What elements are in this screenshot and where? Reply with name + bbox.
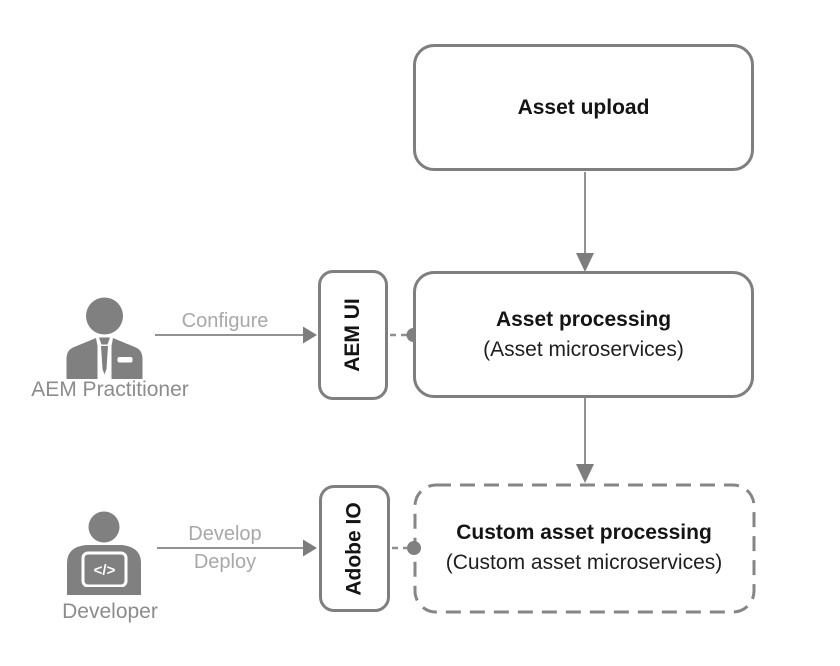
custom-asset-processing-title: Custom asset processing: [456, 521, 712, 544]
connector-dot-custom: [407, 541, 421, 555]
code-glyph: </>: [94, 562, 116, 579]
asset-processing-subtitle: (Asset microservices): [483, 337, 684, 361]
arrowhead-down-2: [576, 464, 594, 483]
configure-label: Configure: [181, 310, 269, 332]
deploy-label: Deploy: [193, 551, 257, 573]
custom-asset-processing-box: Custom asset processing (Custom asset mi…: [413, 483, 755, 613]
adobe-io-label: Adobe IO: [342, 501, 366, 596]
custom-asset-processing-subtitle: (Custom asset microservices): [445, 551, 723, 574]
adobe-io-box: Adobe IO: [319, 485, 390, 612]
asset-processing-box: Asset processing (Asset microservices): [413, 271, 754, 398]
asset-upload-box: Asset upload: [413, 44, 754, 171]
asset-processing-title: Asset processing: [495, 307, 672, 331]
developer-label: Developer: [62, 600, 158, 623]
aem-ui-box: AEM UI: [318, 270, 388, 400]
person-laptop-icon: </>: [67, 511, 141, 595]
develop-label: Develop: [188, 523, 262, 545]
asset-upload-title: Asset upload: [517, 95, 650, 119]
aem-ui-label: AEM UI: [341, 298, 364, 372]
arrowhead-right-2: [303, 539, 317, 557]
arrowhead-down-1: [576, 253, 594, 272]
badge-minus-icon: [117, 357, 133, 363]
arrowhead-right-1: [303, 326, 317, 344]
person-suit-icon: [66, 297, 143, 379]
aem-practitioner-label: AEM Practitioner: [31, 378, 189, 401]
